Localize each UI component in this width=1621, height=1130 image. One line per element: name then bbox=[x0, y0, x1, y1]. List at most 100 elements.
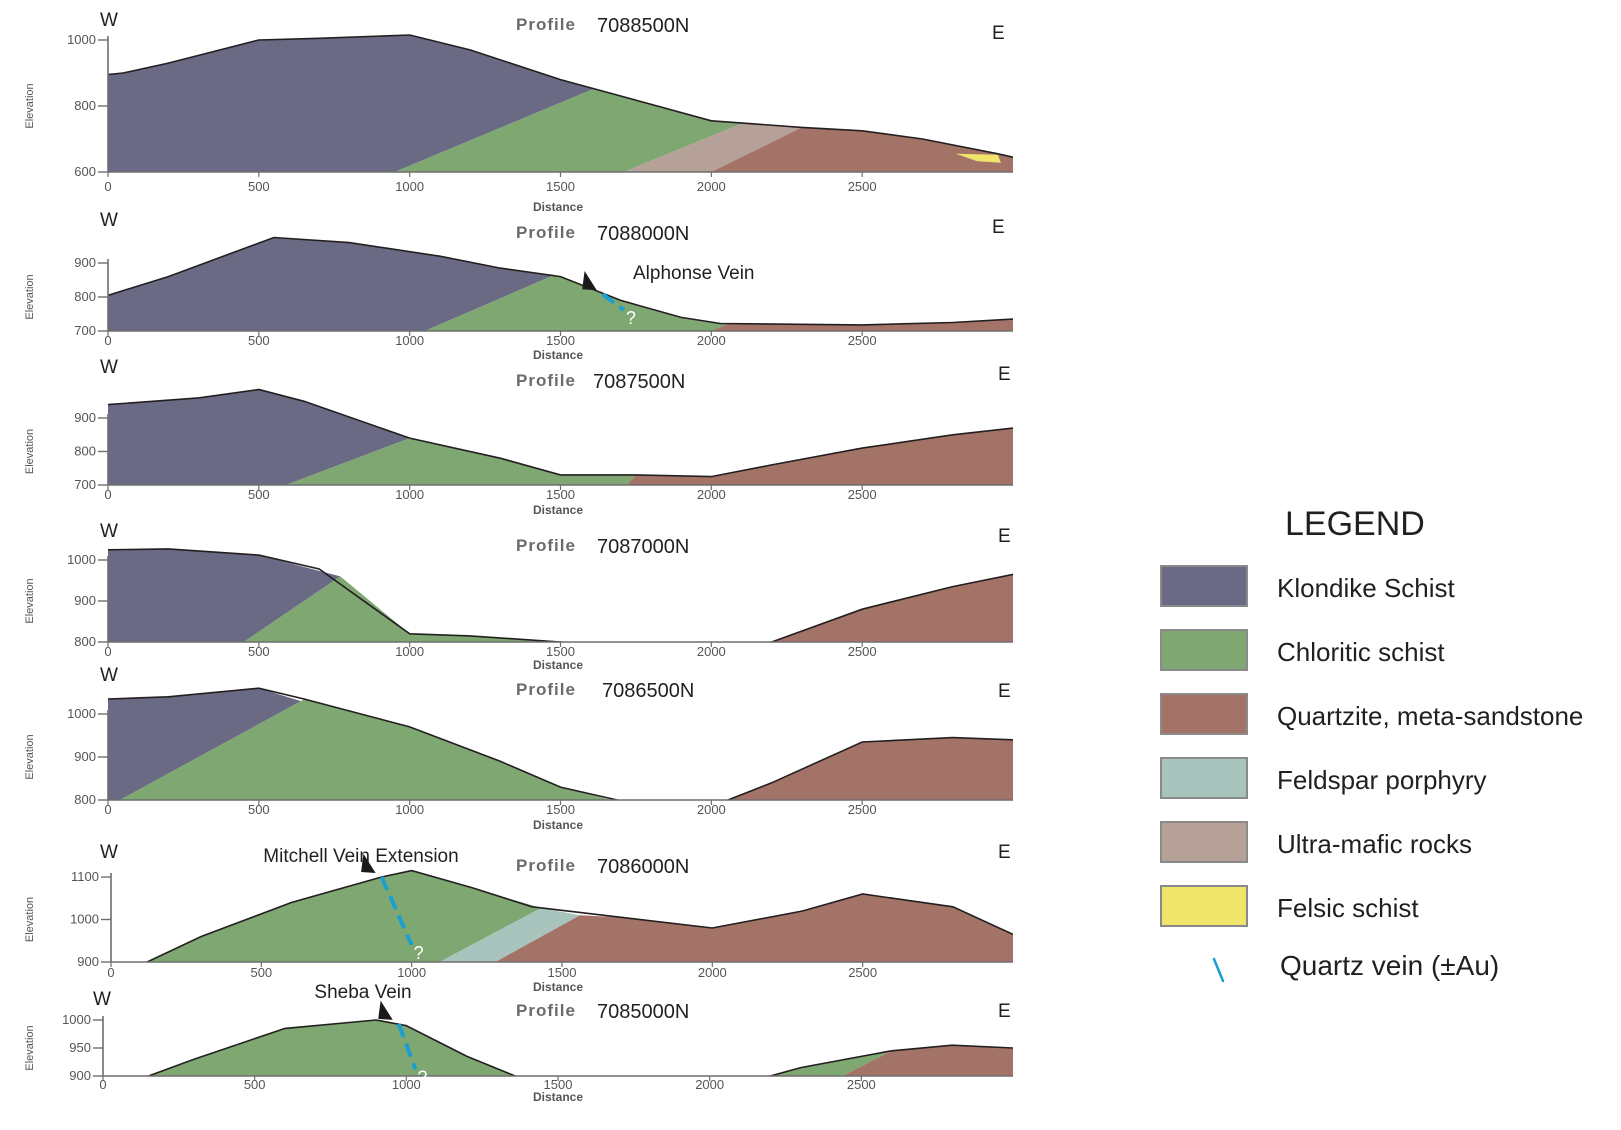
topography-line bbox=[145, 869, 1013, 962]
west-label: W bbox=[100, 842, 118, 863]
x-tick-label: 1500 bbox=[546, 333, 575, 348]
profile-units bbox=[146, 1019, 1013, 1076]
x-axis-label: Distance bbox=[533, 348, 583, 362]
x-tick-label: 0 bbox=[104, 487, 111, 502]
profile-title-word: Profile bbox=[516, 536, 576, 555]
unit-felsic bbox=[955, 153, 1001, 163]
vein-question-mark: ? bbox=[417, 1067, 427, 1087]
vein-question-mark: ? bbox=[626, 308, 636, 328]
east-label: E bbox=[992, 217, 1005, 238]
east-label: E bbox=[998, 1001, 1011, 1022]
y-tick-label: 800 bbox=[74, 444, 96, 459]
x-tick-label: 2500 bbox=[848, 644, 877, 659]
legend-label-klondike: Klondike Schist bbox=[1277, 573, 1455, 603]
profile-title-number: 7088000N bbox=[597, 223, 689, 245]
topography-line bbox=[108, 687, 1013, 800]
x-axis-label: Distance bbox=[533, 658, 583, 672]
quartz-vein bbox=[396, 1023, 418, 1070]
vein-arrow-icon bbox=[582, 270, 597, 291]
unit-quartzite bbox=[495, 894, 1013, 962]
x-tick-label: 1000 bbox=[395, 644, 424, 659]
x-tick-label: 500 bbox=[248, 333, 270, 348]
x-tick-label: 1500 bbox=[546, 802, 575, 817]
y-tick-label: 700 bbox=[74, 323, 96, 338]
y-tick-label: 900 bbox=[77, 954, 99, 969]
profile-title-word: Profile bbox=[516, 15, 576, 34]
y-axis-label: Elevation bbox=[24, 429, 36, 474]
unit-feldspar bbox=[588, 801, 627, 813]
y-tick-label: 1000 bbox=[67, 32, 96, 47]
legend-item-klondike-schist: Klondike Schist bbox=[1160, 565, 1620, 611]
y-tick-label: 1000 bbox=[67, 706, 96, 721]
profile-units bbox=[108, 388, 1013, 485]
vein-arrow-icon bbox=[361, 853, 376, 873]
x-tick-label: 0 bbox=[104, 333, 111, 348]
unit-quartzite bbox=[842, 1045, 1013, 1076]
profile-title-word: Profile bbox=[516, 371, 576, 390]
unit-klondike bbox=[108, 688, 302, 800]
west-label: W bbox=[100, 521, 118, 542]
x-tick-label: 2500 bbox=[848, 333, 877, 348]
legend-swatch-chloritic bbox=[1160, 629, 1248, 671]
x-tick-label: 1000 bbox=[395, 802, 424, 817]
x-tick-label: 2500 bbox=[848, 179, 877, 194]
legend-label-quartz-vein: Quartz vein (±Au) bbox=[1280, 950, 1500, 981]
legend-label-feldspar: Feldspar porphyry bbox=[1277, 765, 1487, 795]
profile-title-word: Profile bbox=[516, 1001, 576, 1020]
east-label: E bbox=[998, 842, 1011, 863]
y-tick-label: 700 bbox=[74, 477, 96, 492]
legend-swatch-felsic bbox=[1160, 885, 1248, 927]
x-tick-label: 2000 bbox=[698, 965, 727, 980]
x-tick-label: 2000 bbox=[697, 333, 726, 348]
vein-label: Sheba Vein bbox=[314, 982, 411, 1003]
east-label: E bbox=[998, 364, 1011, 385]
east-label: E bbox=[998, 526, 1011, 547]
x-tick-label: 0 bbox=[104, 802, 111, 817]
y-tick-label: 800 bbox=[74, 98, 96, 113]
legend-swatch-feldspar bbox=[1160, 757, 1248, 799]
unit-quartzite bbox=[771, 574, 1013, 642]
y-tick-label: 1100 bbox=[71, 869, 99, 884]
x-tick-label: 1500 bbox=[546, 644, 575, 659]
x-tick-label: 500 bbox=[248, 644, 270, 659]
y-tick-label: 900 bbox=[74, 255, 96, 270]
unit-chloritic bbox=[286, 438, 636, 485]
topography-line bbox=[108, 236, 1013, 326]
x-tick-label: 1000 bbox=[392, 1077, 421, 1092]
x-tick-label: 500 bbox=[244, 1077, 266, 1092]
profile-title-number: 7086500N bbox=[602, 680, 694, 702]
x-tick-label: 2000 bbox=[697, 644, 726, 659]
profile-title-word: Profile bbox=[516, 680, 576, 699]
vein-question-mark: ? bbox=[414, 943, 424, 963]
x-tick-label: 0 bbox=[104, 179, 111, 194]
x-tick-label: 1500 bbox=[548, 965, 577, 980]
x-tick-label: 1500 bbox=[546, 179, 575, 194]
x-tick-label: 2500 bbox=[847, 1077, 876, 1092]
x-tick-label: 0 bbox=[107, 965, 114, 980]
x-tick-label: 1500 bbox=[546, 487, 575, 502]
legend-item-feldspar-porphyry: Feldspar porphyry bbox=[1160, 757, 1620, 803]
y-axis-label: Elevation bbox=[24, 274, 36, 319]
east-label: E bbox=[998, 681, 1011, 702]
x-tick-label: 1000 bbox=[395, 487, 424, 502]
x-tick-label: 1000 bbox=[395, 179, 424, 194]
west-label: W bbox=[100, 357, 118, 378]
x-axis-label: Distance bbox=[533, 818, 583, 832]
y-tick-label: 800 bbox=[74, 634, 96, 649]
profile-title-word: Profile bbox=[516, 223, 576, 242]
legend-item-quartz-vein: Quartz vein (±Au) bbox=[1160, 948, 1620, 994]
legend-label-quartzite: Quartzite, meta-sandstone bbox=[1277, 701, 1584, 731]
x-tick-label: 1500 bbox=[544, 1077, 573, 1092]
profile-title-number: 7088500N bbox=[597, 15, 689, 37]
x-tick-label: 2000 bbox=[695, 1077, 724, 1092]
profile-title-word: Profile bbox=[516, 856, 576, 875]
vein-arrow-icon bbox=[378, 1000, 393, 1020]
west-label: W bbox=[93, 989, 111, 1010]
profile-units bbox=[108, 34, 1013, 172]
x-tick-label: 2500 bbox=[848, 487, 877, 502]
x-tick-label: 2500 bbox=[848, 965, 877, 980]
vein-label: Mitchell Vein Extension bbox=[263, 846, 458, 867]
unit-ultramafic bbox=[623, 122, 802, 172]
